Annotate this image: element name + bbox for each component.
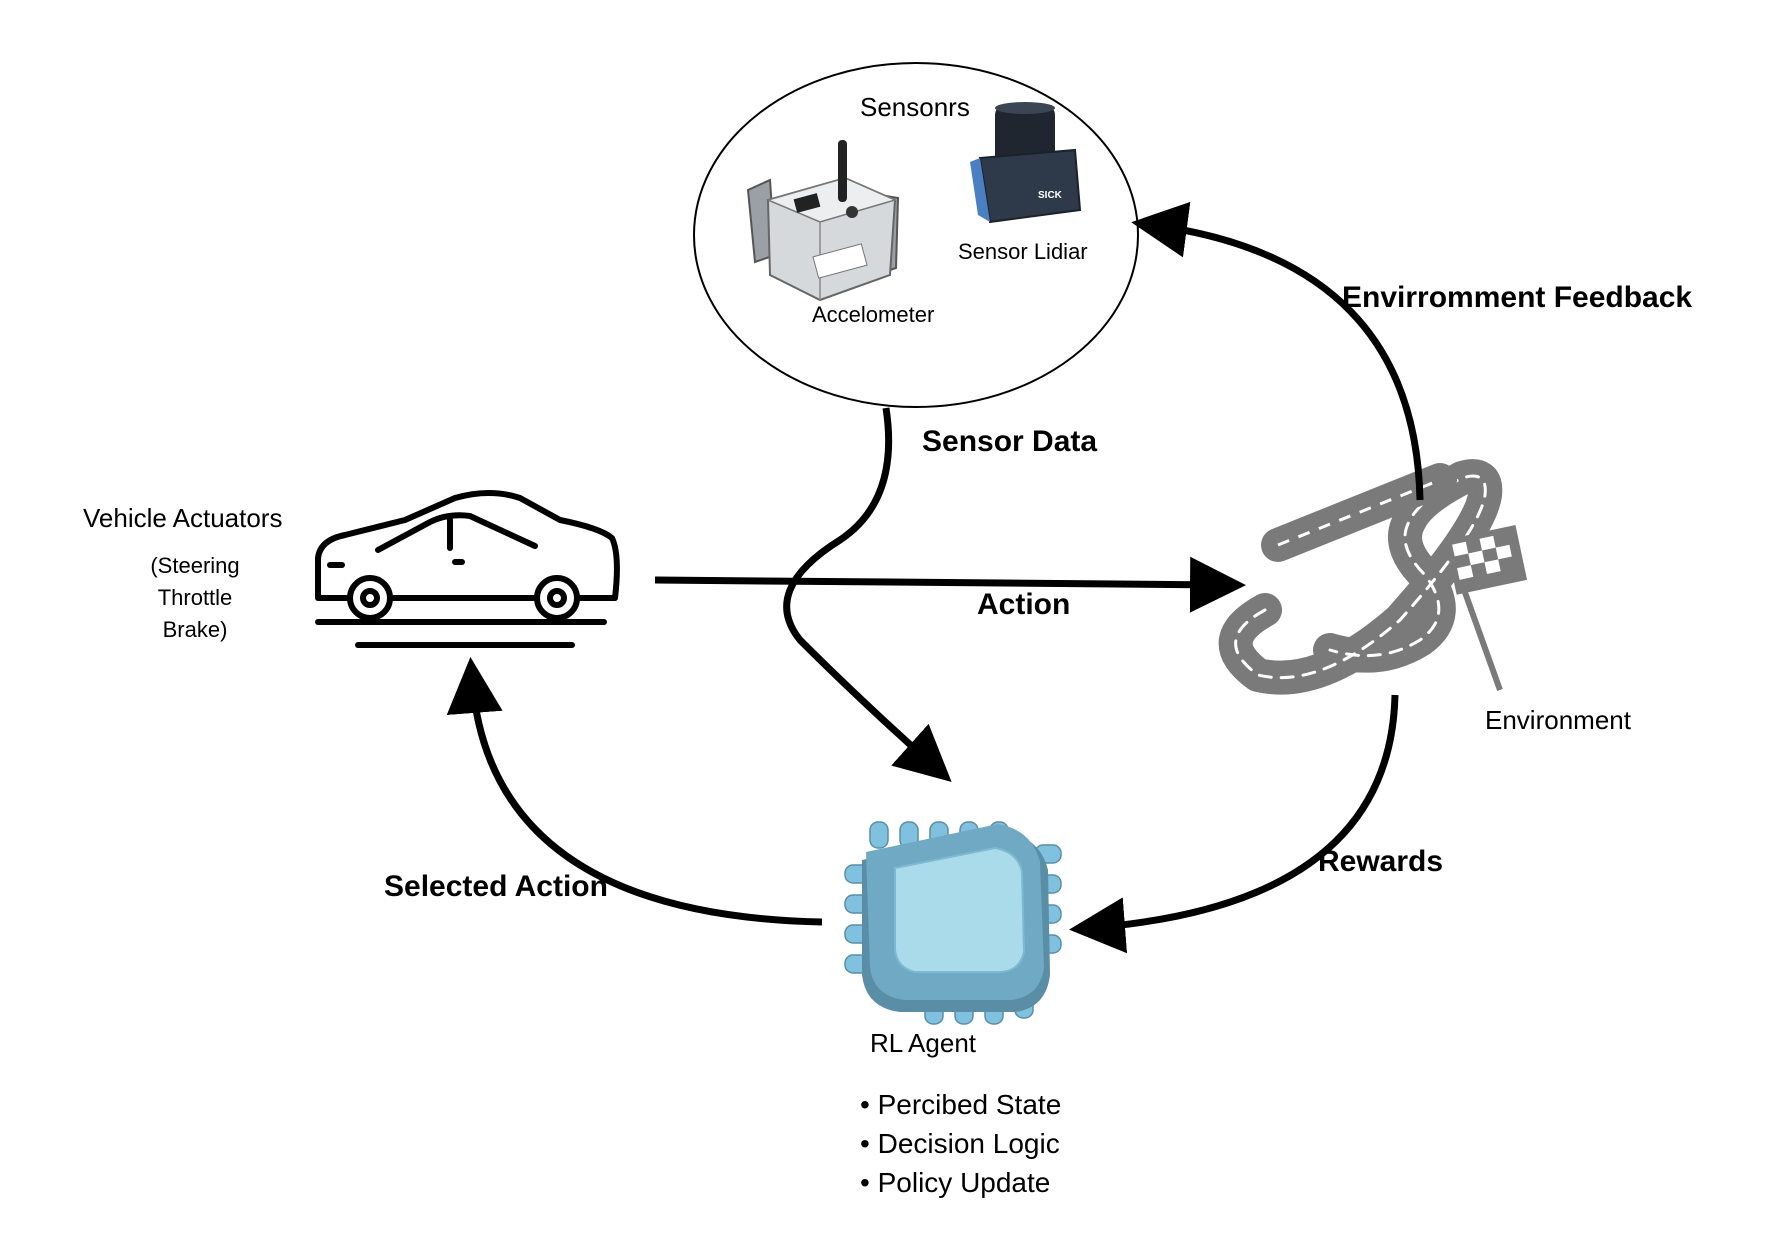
selected-action-label: Selected Action	[384, 870, 608, 903]
agent-label: RL Agent	[870, 1028, 977, 1058]
accelerometer-label: Accelometer	[812, 302, 935, 327]
environment-feedback-arrow	[1131, 201, 1424, 501]
lidar-icon: SICK	[970, 102, 1082, 224]
car-icon	[315, 490, 620, 648]
sensors-title: Sensonrs	[860, 92, 970, 122]
race-track-icon	[1218, 459, 1528, 695]
sensor-data-arrow	[783, 407, 952, 783]
rewards-label: Rewards	[1318, 845, 1444, 878]
agent-bullet-perceived-state: Percibed State	[860, 1085, 1062, 1124]
action-label: Action	[977, 588, 1071, 621]
rewards-arrow	[1069, 694, 1399, 954]
environment-label: Environment	[1485, 705, 1631, 735]
chip-icon	[844, 821, 1062, 1025]
vehicle-detail-brake: Brake)	[162, 617, 228, 642]
agent-bullet-list: Percibed State Decision Logic Policy Upd…	[860, 1085, 1062, 1202]
vehicle-detail-steering: (Steering	[150, 553, 240, 578]
vehicle-title: Vehicle Actuators	[83, 503, 283, 533]
agent-bullet-policy-update: Policy Update	[860, 1163, 1061, 1202]
svg-text:SICK: SICK	[1038, 190, 1063, 201]
environment-feedback-label: Envirromment Feedback	[1342, 281, 1693, 314]
sensor-data-label: Sensor Data	[922, 425, 1098, 458]
selected-action-arrow	[446, 657, 823, 926]
vehicle-detail-throttle: Throttle	[157, 585, 233, 610]
agent-bullet-decision-logic: Decision Logic	[860, 1124, 1061, 1163]
accelerometer-icon	[746, 140, 900, 302]
action-arrow	[654, 556, 1246, 613]
vehicle-details: (Steering Throttle Brake)	[120, 550, 270, 646]
lidar-label: Sensor Lidiar	[958, 239, 1088, 264]
